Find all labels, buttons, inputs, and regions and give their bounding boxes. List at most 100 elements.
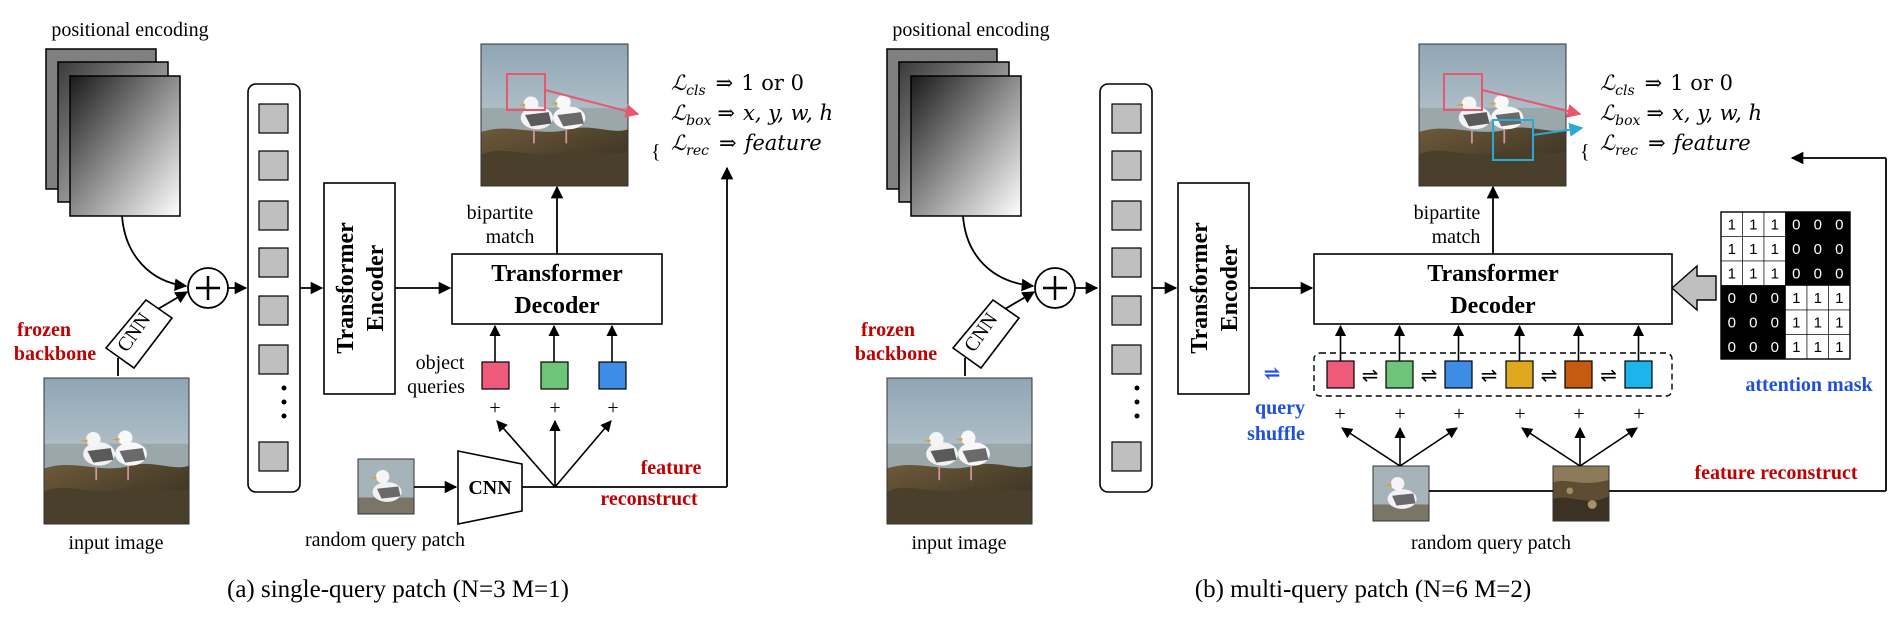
random-query-patch-b1 [1373, 466, 1429, 521]
mask-cell-value: 0 [1771, 314, 1779, 331]
bipartite-match-label-line2: match [486, 226, 535, 248]
mask-cell-value: 0 [1835, 265, 1843, 282]
svg-text:Encoder: Encoder [363, 244, 389, 331]
query-group-box [1313, 352, 1673, 397]
plus-signs-b: + + + + + + [1334, 403, 1644, 425]
loss-list-a: ℒcls⇒1 or 0 ℒbox⇒x, y, w, h ℒrec⇒feature [671, 71, 833, 159]
object-query-2 [1385, 360, 1414, 389]
mask-cell-value: 1 [1792, 339, 1800, 356]
mask-cell-value: 1 [1749, 265, 1757, 282]
panel-b: positional encoding CNN frozen backbone … [855, 19, 1887, 603]
positional-encoding-stack [886, 48, 1022, 217]
mask-cell-value: 0 [1814, 241, 1822, 258]
swap-arrows-icon: ⇌ [1541, 363, 1558, 387]
mask-cell-value: 1 [1771, 216, 1779, 233]
object-query-2 [540, 361, 569, 390]
mask-cell-value: 0 [1814, 265, 1822, 282]
mask-cell-value: 1 [1835, 314, 1843, 331]
transformer-encoder [323, 182, 396, 395]
svg-text:ℒrec⇒feature: ℒrec⇒feature [671, 131, 822, 159]
mask-cell-value: 0 [1728, 339, 1736, 356]
swap-arrows-icon: ⇌ [1421, 363, 1438, 387]
transformer-decoder [451, 253, 663, 325]
svg-text:CNN: CNN [468, 477, 512, 499]
mask-cell-value: 1 [1749, 216, 1757, 233]
mask-cell-value: 0 [1835, 216, 1843, 233]
feature-reconstruct-label-line1: feature [641, 457, 702, 479]
input-image [887, 378, 1032, 524]
positional-encoding-label: positional encoding [892, 19, 1049, 41]
svg-text:Decoder: Decoder [514, 293, 600, 319]
input-image-label: input image [912, 532, 1007, 554]
bipartite-match-label-line1: bipartite [467, 202, 534, 224]
caption-a: (a) single-query patch (N=3 M=1) [227, 576, 569, 603]
input-image [44, 378, 189, 524]
svg-text:+: + [1334, 403, 1345, 425]
caption-b: (b) multi-query patch (N=6 M=2) [1195, 576, 1531, 603]
mask-cell-value: 0 [1835, 241, 1843, 258]
token-column [247, 83, 301, 493]
swap-arrows-icon: ⇌ [1600, 363, 1617, 387]
svg-text:Transformer: Transformer [491, 261, 623, 287]
frozen-backbone-label-line1: frozen [17, 319, 71, 341]
svg-text:+: + [1394, 403, 1405, 425]
feature-reconstruct-label: feature reconstruct [1694, 462, 1857, 484]
brace-left: { [651, 141, 661, 163]
positional-encoding-label: positional encoding [51, 19, 208, 41]
transformer-encoder [1177, 182, 1250, 395]
mask-cell-value: 1 [1835, 290, 1843, 307]
shuffle-arrows-icon: ⇌ [1264, 363, 1281, 385]
mask-cell-value: 0 [1792, 216, 1800, 233]
mask-cell-value: 0 [1771, 290, 1779, 307]
object-queries-label-line2: queries [407, 376, 465, 398]
object-query-5 [1564, 360, 1593, 389]
bipartite-match-label-line1: bipartite [1414, 202, 1481, 224]
object-queries-a [481, 324, 627, 390]
svg-text:ℒcls⇒1 or 0: ℒcls⇒1 or 0 [671, 71, 804, 99]
swap-arrows-icon: ⇌ [1362, 363, 1379, 387]
cnn-backbone: CNN [951, 298, 1021, 370]
mask-cell-value: 0 [1792, 265, 1800, 282]
mask-cell-value: 0 [1728, 290, 1736, 307]
svg-text:ℒbox⇒x, y, w, h: ℒbox⇒x, y, w, h [1600, 101, 1762, 129]
svg-text:Transformer: Transformer [1427, 261, 1559, 287]
panel-a: positional encoding CNN frozen backbone … [14, 19, 833, 603]
positional-encoding-stack [45, 48, 181, 217]
transformer-decoder [1313, 253, 1673, 325]
output-image [481, 44, 628, 186]
svg-text:ℒbox⇒x, y, w, h: ℒbox⇒x, y, w, h [671, 101, 833, 129]
token-squares [258, 103, 289, 472]
svg-text:Decoder: Decoder [1450, 293, 1536, 319]
mask-border [1720, 211, 1851, 360]
plus-sign: + [607, 397, 618, 419]
mask-cell-value: 0 [1749, 339, 1757, 356]
mask-cell-value: 0 [1814, 216, 1822, 233]
input-image-label: input image [69, 532, 164, 554]
mask-cell-value: 0 [1749, 290, 1757, 307]
bipartite-match-label-line2: match [1432, 226, 1481, 248]
frozen-backbone-label-line2: backbone [855, 343, 937, 365]
random-query-patch-label: random query patch [1411, 532, 1571, 554]
object-queries-label-line1: object [416, 352, 465, 374]
svg-text:ℒrec⇒feature: ℒrec⇒feature [1600, 131, 1751, 159]
cnn-backbone: CNN [104, 298, 174, 370]
mask-cell-value: 1 [1814, 339, 1822, 356]
token-squares [1111, 103, 1142, 472]
attention-mask-label: attention mask [1745, 374, 1873, 396]
mask-cell-value: 1 [1814, 290, 1822, 307]
mask-cell-value: 1 [1792, 290, 1800, 307]
mask-cell-value: 1 [1728, 241, 1736, 258]
predicted-box-pink [506, 73, 546, 111]
pe-to-add-arrow [121, 215, 188, 292]
predicted-box-pink [1443, 73, 1483, 111]
brace-left: { [1580, 141, 1590, 163]
plus-sign: + [489, 397, 500, 419]
patch-cnn: CNN [457, 450, 523, 525]
frozen-backbone-label-line2: backbone [14, 343, 96, 365]
object-query-1 [481, 361, 510, 390]
svg-text:ℒcls⇒1 or 0: ℒcls⇒1 or 0 [1600, 71, 1733, 99]
svg-text:+: + [1514, 403, 1525, 425]
mask-cell-value: 1 [1749, 241, 1757, 258]
object-query-3 [1444, 360, 1473, 389]
